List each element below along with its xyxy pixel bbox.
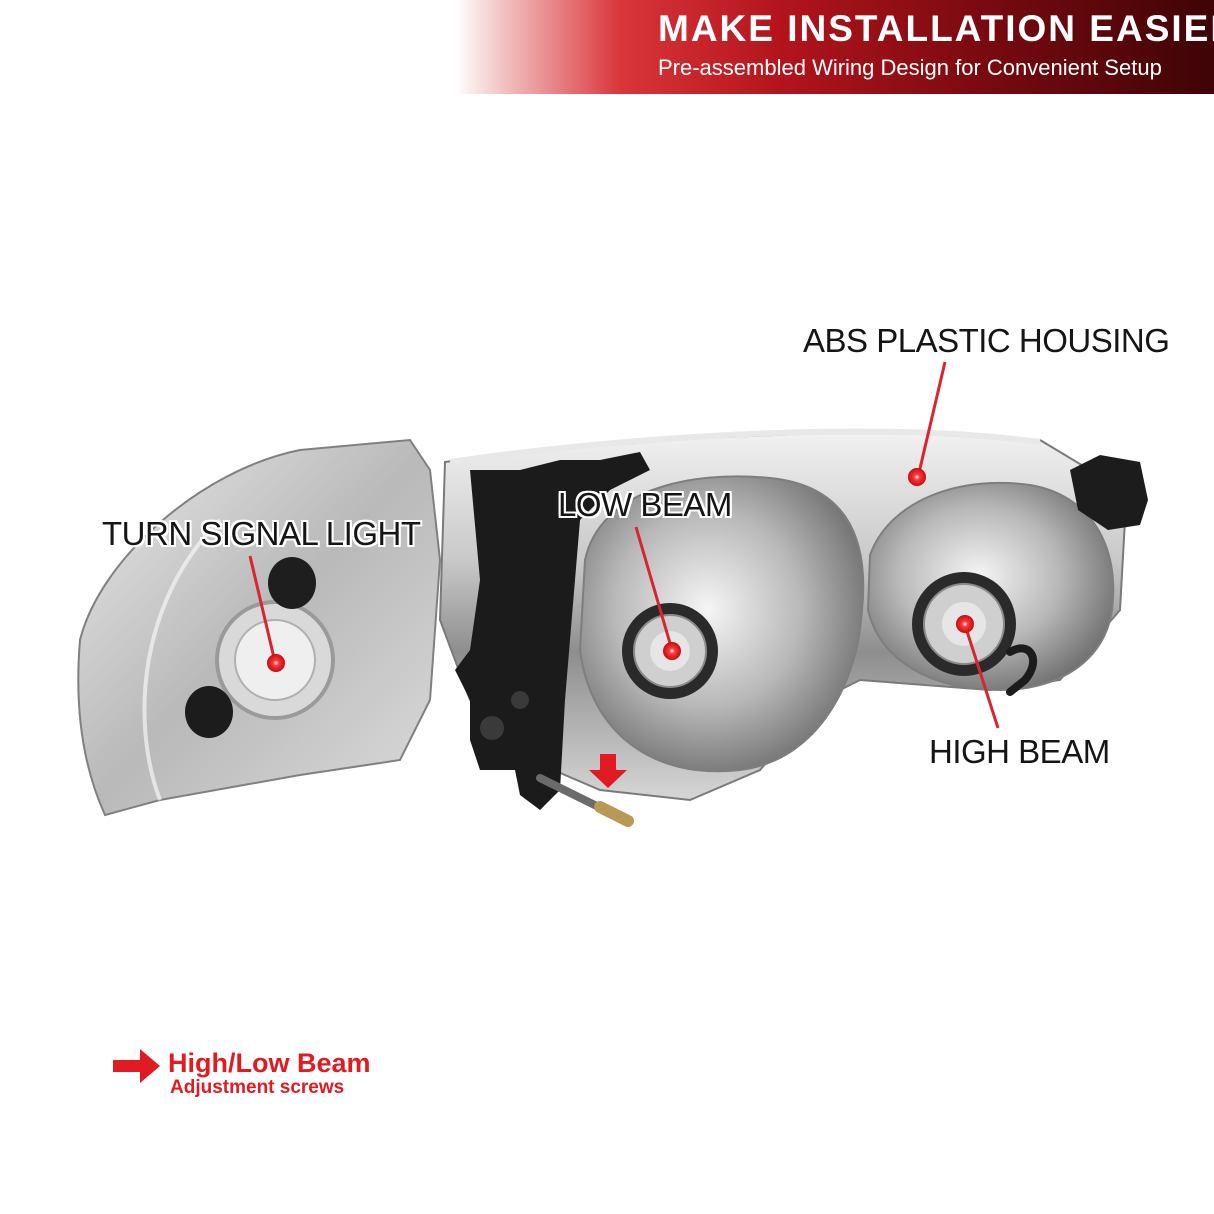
arrow-right-icon <box>113 1049 160 1083</box>
housing-label: ABS PLASTIC HOUSING <box>803 322 1170 359</box>
arrow-down-icon <box>589 754 627 788</box>
turn-signal-callout-dot <box>267 654 285 672</box>
low-beam-callout-dot <box>663 642 681 660</box>
turn-signal-label: TURN SIGNAL LIGHT <box>102 515 421 552</box>
low-beam-label: LOW BEAM <box>558 486 732 523</box>
housing-callout-dot <box>908 468 926 486</box>
side-marker-plug <box>185 686 233 738</box>
low-beam-reflector <box>578 475 865 773</box>
high-beam-label: HIGH BEAM <box>929 733 1110 770</box>
wiring-connector <box>1070 455 1148 530</box>
legend-subtitle: Adjustment screws <box>170 1077 345 1098</box>
banner-subtitle: Pre-assembled Wiring Design for Convenie… <box>658 55 1162 80</box>
banner: MAKE INSTALLATION EASIER Pre-assembled W… <box>0 0 1214 94</box>
turn-signal-rubber-plug <box>268 557 316 609</box>
high-beam-callout-dot <box>956 615 974 633</box>
mounting-bracket <box>455 452 650 810</box>
legend-title: High/Low Beam <box>168 1048 371 1078</box>
banner-title: MAKE INSTALLATION EASIER <box>658 8 1214 49</box>
